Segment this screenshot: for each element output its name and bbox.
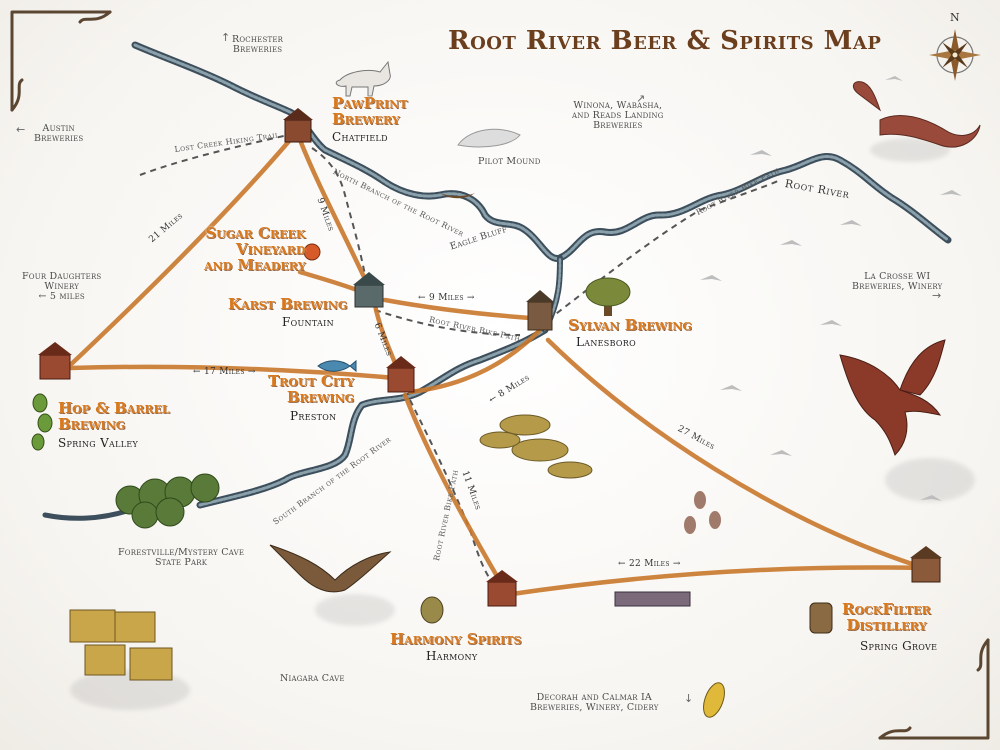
fox-icon [335,60,391,97]
location-town-harmony: Harmony [426,649,478,663]
location-name-hop-barrel[interactable]: Hop & Barrel Brewing [58,399,170,433]
fish-icon [317,359,357,373]
hops-icon [31,393,53,451]
brewery-building-trout-city [386,356,416,393]
location-name-harmony[interactable]: Harmony Spirits [390,630,522,648]
mound-icon [457,128,521,148]
brewery-building-pawprint [283,108,313,143]
routes [62,137,923,598]
corn-icon [703,682,725,718]
brewery-building-harmony [486,570,518,607]
offmap-decorah: Decorah and Calmar IA Breweries, Winery,… [530,692,659,713]
hay-bale-icon [69,609,173,681]
location-name-pawprint[interactable]: PawPrint Brewery [332,94,408,128]
location-name-trout-city[interactable]: Trout City Brewing [268,372,355,406]
brewery-building-karst [353,272,385,308]
arrow-up-icon: ↑ [221,31,231,44]
distance-9-miles-b: ← 9 Miles → [418,293,475,303]
apple-icon [303,243,321,261]
location-town-karst: Fountain [282,315,334,329]
compass-icon [929,29,981,81]
offmap-winona: Winona, Wabasha, and Reads Landing Brewe… [572,100,664,131]
offmap-rochester: Rochester Breweries [232,34,284,55]
trails [139,134,781,586]
offmap-lacrosse: La Crosse WI Breweries, Winery [852,271,943,292]
location-town-rockfilter: Spring Grove [860,639,938,653]
arrow-down-icon: ↓ [684,692,694,705]
brewery-building-rockfilter [910,546,942,583]
dragon-icon [269,544,392,593]
arrow-right-icon: → [932,289,942,302]
location-town-hop-barrel: Spring Valley [58,436,139,450]
compass-north-label: N [950,11,960,24]
footprints-icon [684,491,721,534]
location-town-trout-city: Preston [290,409,337,423]
bird-icon [700,76,962,501]
location-town-pawprint: Chatfield [332,130,388,144]
arrow-up-right-icon: ↗ [636,92,646,105]
jug-icon [420,596,444,624]
tree-icon [585,277,631,316]
train-icon [614,591,691,607]
landmark-niagara-cave: Niagara Cave [280,673,345,684]
location-name-karst[interactable]: Karst Brewing [228,295,348,313]
arrow-left-icon: ← [16,123,26,136]
offmap-four-daughters: Four Daughters Winery ← 5 miles [22,271,102,302]
boat-icon [440,193,475,199]
offmap-austin: Austin Breweries [34,123,84,144]
location-town-sylvan: Lanesboro [576,335,636,349]
brewery-building-hop-barrel [38,342,72,380]
dragon-icon [839,339,946,456]
dragon-icon [853,81,981,148]
barrel-icon [809,602,833,634]
location-name-rockfilter[interactable]: RockFilter Distillery [842,600,931,634]
brewery-building-sylvan [526,290,554,331]
corner-flourish-icon [10,10,990,740]
map-title: Root River Beer & Spirits Map [448,26,882,56]
location-name-sugar-creek[interactable]: Sugar Creek Vineyard and Meadery [204,224,306,274]
distance-17-miles: ← 17 Miles → [193,367,256,377]
landmark-pilot-mound: Pilot Mound [478,156,541,167]
hills-icon [479,414,593,479]
forest-icon [115,473,220,529]
location-name-sylvan[interactable]: Sylvan Brewing [568,316,692,334]
landmark-forestville: Forestville/Mystery Cave State Park [118,547,245,568]
distance-22-miles: ← 22 Miles → [618,559,681,569]
